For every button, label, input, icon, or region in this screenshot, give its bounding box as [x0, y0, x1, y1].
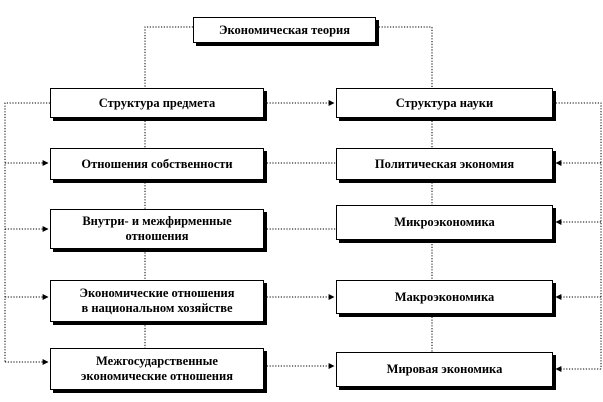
box-subject-structure: Структура предмета [50, 88, 264, 118]
box-interstate-relations: Межгосударственные экономические отношен… [50, 348, 264, 390]
box-interstate-relations-label: Межгосударственные экономические отношен… [81, 354, 233, 383]
box-science-structure: Структура науки [336, 88, 553, 118]
left-bracket [4, 102, 50, 362]
box-macroeconomics-label: Макроэкономика [394, 289, 495, 304]
box-science-structure-label: Структура науки [395, 95, 494, 110]
box-subject-structure-label: Структура предмета [98, 95, 216, 110]
box-economic-theory: Экономическая теория [193, 17, 376, 43]
box-world-economy-label: Мировая экономика [386, 362, 503, 376]
box-political-economy: Политическая экономия [336, 148, 553, 180]
box-microeconomics: Микроэкономика [336, 205, 553, 240]
box-microeconomics-label: Микроэкономика [394, 215, 495, 229]
box-macroeconomics: Макроэкономика [336, 280, 553, 314]
box-economic-theory-label: Экономическая теория [219, 22, 350, 37]
box-world-economy: Мировая экономика [336, 352, 553, 387]
box-property-relations: Отношения собственности [50, 148, 264, 180]
box-national-economy-relations: Экономические отношения в национальном х… [50, 280, 264, 322]
link-top-to-right [376, 26, 433, 88]
box-firm-relations: Внутри- и межфирменные отношения [50, 209, 264, 249]
box-political-economy-label: Политическая экономия [374, 156, 515, 171]
box-property-relations-label: Отношения собственности [81, 156, 233, 171]
link-top-to-left [144, 26, 193, 88]
right-bracket [553, 102, 602, 369]
box-national-economy-relations-label: Экономические отношения в национальном х… [79, 286, 235, 315]
box-firm-relations-label: Внутри- и межфирменные отношения [82, 214, 232, 243]
